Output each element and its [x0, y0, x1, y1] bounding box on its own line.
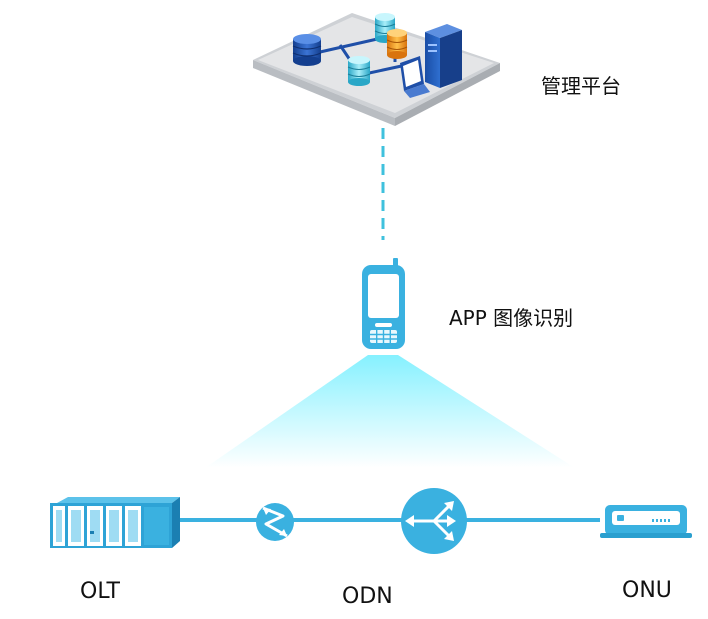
onu-label: ONU — [622, 578, 672, 603]
server-tower-icon — [425, 24, 462, 88]
optical-splitter-icon — [256, 503, 294, 541]
monitor-icon — [400, 56, 430, 98]
mobile-phone-icon — [362, 258, 405, 349]
onu-modem-icon — [600, 505, 692, 538]
server-platform-icon — [253, 13, 500, 126]
database-icon — [292, 34, 322, 66]
olt-label: OLT — [80, 579, 121, 604]
platform-network-lines — [319, 33, 421, 77]
platform-label: 管理平台 — [541, 74, 621, 98]
odn-router-icon — [401, 488, 467, 554]
olt-rack-icon — [50, 497, 180, 548]
odn-label: ODN — [342, 584, 393, 609]
recognition-beam — [205, 355, 575, 468]
database-icon — [386, 29, 408, 59]
app-label: APP 图像识别 — [449, 306, 573, 330]
database-icon — [347, 56, 371, 86]
